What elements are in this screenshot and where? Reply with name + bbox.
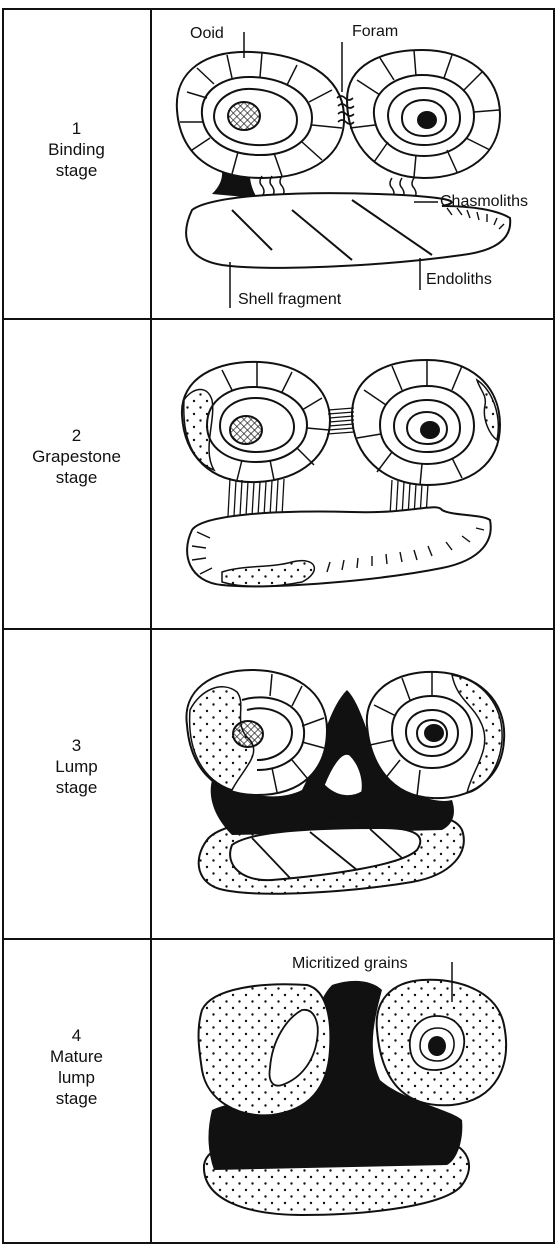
label-endoliths: Endoliths [426,271,492,288]
stage-1-label: 1 Binding stage [4,118,149,181]
micritized-rim [184,389,214,470]
stage-2-name-line-2: stage [4,467,149,488]
label-ooid: Ooid [190,25,224,42]
ooid-nucleus-hatched [233,721,263,747]
stage-3-number: 3 [4,735,149,756]
stage-4-label: 4 Mature lump stage [4,1025,149,1109]
stage-4-name-line-2: lump [4,1067,149,1088]
stage-4-number: 4 [4,1025,149,1046]
stage-3-label: 3 Lump stage [4,735,149,798]
ooid-nucleus-solid [417,111,437,129]
stage-2-label: 2 Grapestone stage [4,425,149,488]
ooid-nucleus-solid [424,724,444,742]
stage-2-number: 2 [4,425,149,446]
micritized-grain-bottom [204,1139,469,1215]
grapestone-stage-diagram [152,320,555,628]
stage-3-name-line-1: Lump [4,756,149,777]
stage-2-name-line-1: Grapestone [4,446,149,467]
label-chasmoliths: Chasmoliths [440,193,528,210]
ooid-nucleus-solid [428,1036,446,1056]
label-foram: Foram [352,23,398,40]
binding-stage-diagram: Ooid Foram Chasmoliths Endoliths Shell f… [152,10,555,318]
stage-4-name-line-3: stage [4,1088,149,1109]
stage-3-name-line-2: stage [4,777,149,798]
ooid-nucleus-hatched [228,102,260,130]
stage-1-number: 1 [4,118,149,139]
stage-4-name-line-1: Mature [4,1046,149,1067]
ooid-nucleus-hatched [230,416,262,444]
ooid-nucleus-solid [420,421,440,439]
lump-stage-diagram [152,630,555,938]
filament-bundle-top [327,408,354,434]
stage-1-name-line-2: stage [4,160,149,181]
filament-bundle-left [228,478,284,516]
label-micritized-grains: Micritized grains [292,955,408,972]
mature-lump-stage-diagram: Micritized grains [152,940,555,1246]
label-shell-fragment: Shell fragment [238,291,342,308]
stage-1-name-line-1: Binding [4,139,149,160]
